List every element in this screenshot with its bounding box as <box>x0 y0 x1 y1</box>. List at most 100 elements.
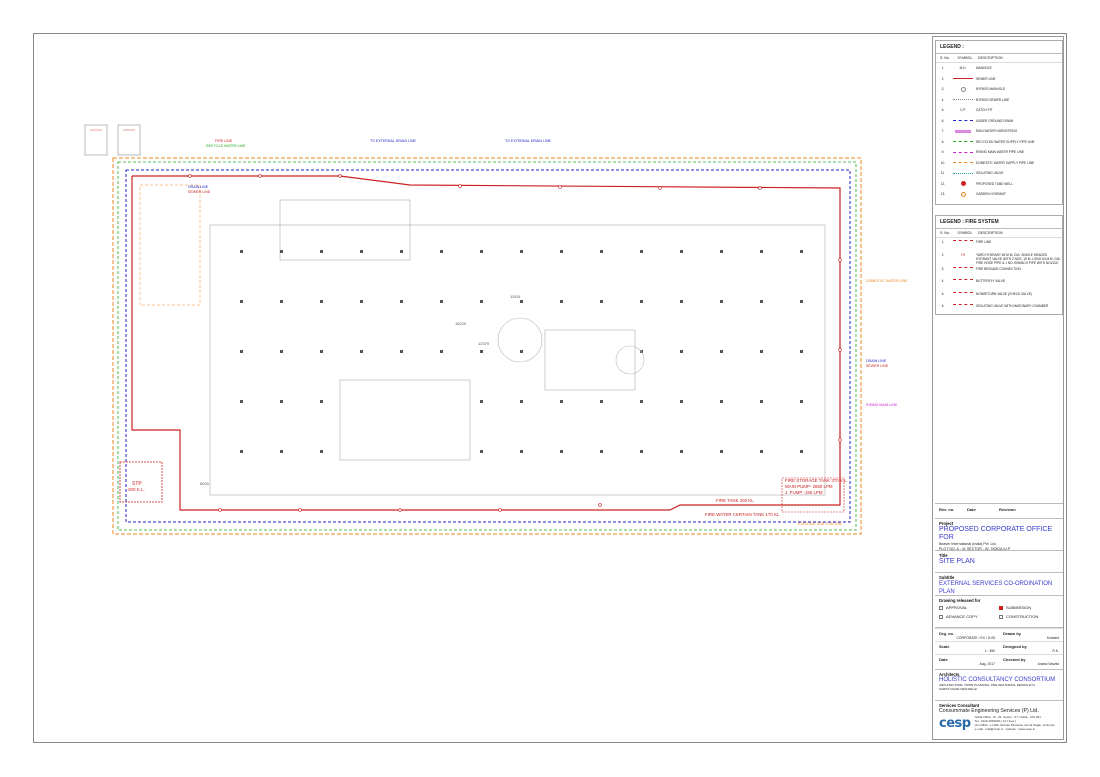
fire-legend-box: LEGEND : FIRE SYSTEM S. No. SYMBOL DESCR… <box>935 215 1063 315</box>
legend-row: 12.PROPOSED TUBE WELL <box>936 179 1062 190</box>
checkbox-icon <box>999 614 1003 619</box>
fire-legend-row-desc: FIRE BRIGADE CONNECTION <box>976 266 1021 271</box>
dim-label: 12379 <box>478 341 490 346</box>
legend-row-desc: BYPASS SEWER LINE <box>976 97 1010 102</box>
drg-no-value: CORPORATE / EX / S-05 <box>956 636 995 640</box>
checkbox-icon <box>939 614 943 619</box>
legend-row-no: 10. <box>940 160 946 165</box>
legend-row-desc: ISOLATING VALVE <box>976 171 1004 176</box>
legend-row-no: 1. <box>941 66 945 71</box>
legend-row-desc: RECYCLED WATER SUPPLY PIPE LINE <box>976 139 1035 144</box>
fire-legend-row-no: 1. <box>941 240 945 244</box>
stp-capacity: 200 K.L. <box>128 487 145 492</box>
legend-row-desc: RAIN WATER HARVESTING <box>976 129 1018 134</box>
drawn-by-value: Kulwant <box>1046 636 1059 640</box>
stp-tank <box>119 461 163 503</box>
drain-line-label-right: DRAIN LINE <box>866 359 887 363</box>
fire-legend-row-desc: FIRE LINE <box>976 240 992 244</box>
legend-row-no: 6. <box>941 118 945 123</box>
project-label: Project <box>939 521 954 526</box>
legend-symbol-icon <box>950 86 976 92</box>
legend-row-no: 9. <box>941 150 945 155</box>
domestic-water-boundary <box>112 157 862 535</box>
legend-row-no: 2. <box>941 76 945 81</box>
legend-row-desc: UNDER GROUND DRAIN <box>976 118 1014 123</box>
fire-legend-row-no: 2. <box>941 252 945 257</box>
services-addr4: e-mail : mail@cesp.in , website : www.ce… <box>974 727 1036 731</box>
fire-water-tank-label: FIRE WATER CERTAIN TANK 170 KL <box>705 512 780 517</box>
rev-date-header: Date <box>967 507 976 512</box>
legend-row-no: 3. <box>941 87 945 92</box>
j-pump-label: J. PUMP -150 LPM <box>785 490 823 495</box>
legend-row-desc: MANHOLE <box>976 66 992 71</box>
main-pump-label: MAIN PUMP- 2850 LPM <box>785 484 833 489</box>
fire-legend-row-desc: NONRETURN VALVE (CHECK VALVE) <box>976 291 1032 296</box>
release-option-advance-copy[interactable]: ADVANCE COPY <box>939 614 999 619</box>
legend-row-no: 12. <box>940 181 946 186</box>
services-addr2: Tel : 0120-4960000 ( 10 Lines ) <box>974 719 1017 723</box>
legend-symbol-icon: M.H. <box>950 66 976 70</box>
sewer-line-label-right: SEWER LINE <box>866 364 889 368</box>
building-grid <box>139 184 826 496</box>
legend-row: 11.ISOLATING VALVE <box>936 168 1062 179</box>
building-columns <box>240 250 803 453</box>
legend-header-symbol: SYMBOL <box>957 56 973 60</box>
rev-no-header: Rev. no. <box>939 507 955 512</box>
checked-by-label: Checked by <box>1003 657 1026 662</box>
fire-legend-symbol-icon <box>950 304 976 305</box>
drawing-subtitle: EXTERNAL SERVICES CO-ORDINATION PLAN <box>939 581 1053 595</box>
release-option-construction[interactable]: CONSTRUCTION <box>999 614 1059 619</box>
release-option-approval[interactable]: APPROVAL <box>939 605 999 610</box>
legend-row: 9.RISING MAIN WATER PIPE LINE <box>936 147 1062 158</box>
drg-no-cell: Drg. no.CORPORATE / EX / S-05 <box>935 628 999 641</box>
legend-symbol-icon <box>950 141 976 143</box>
fire-legend-symbol-icon <box>950 240 976 241</box>
legend-symbol-icon <box>950 162 976 164</box>
fire-legend-header-symbol: SYMBOL <box>957 231 973 235</box>
release-option-label: APPROVAL <box>946 605 968 610</box>
title-block-panel: LEGEND : S. No. SYMBOL DESCRIPTION 1.M.H… <box>932 36 1064 740</box>
rising-main-label: RISING MAIN LINE <box>866 403 898 407</box>
landscape-circle <box>497 317 543 363</box>
legend-row-desc: GARDEN HYDRANT <box>976 192 1006 197</box>
legend-box: LEGEND : S. No. SYMBOL DESCRIPTION 1.M.H… <box>935 40 1063 205</box>
architects-line1: ARCHITECTURE, TOWN PLANNING, PRE-INDUSTR… <box>939 683 1036 687</box>
legend-symbol-icon <box>950 191 976 197</box>
legend-row: 8.RECYCLED WATER SUPPLY PIPE LINE <box>936 137 1062 148</box>
legend-row: 6. UNDER GROUND DRAIN <box>936 116 1062 127</box>
fire-legend-row: 6.ISOLATING VALVE WITH MASONARY CHAMBER <box>936 302 1062 315</box>
scale-value: 1 : 350 <box>984 649 995 653</box>
services-section: Services Consultant Consummate Engineeri… <box>935 700 1063 735</box>
fire-legend-header: S. No. SYMBOL DESCRIPTION <box>936 229 1062 238</box>
architects-section: Architects HOLISTIC CONSULTANCY CONSORTI… <box>935 669 1063 692</box>
fire-legend-title: LEGEND : FIRE SYSTEM <box>936 216 1062 229</box>
legend-symbol-icon <box>950 172 976 174</box>
fire-legend-symbol-icon: YH <box>950 253 976 257</box>
to-external-drain-label: TO EXTERNAL DRAIN LINE <box>370 139 417 143</box>
sewer-manholes <box>188 174 842 512</box>
project-section: Project PROPOSED CORPORATE OFFICE FOR Be… <box>935 518 1063 551</box>
subtitle-label: Subtitle <box>939 575 955 580</box>
domestic-water-label: DOMESTIC WATER LINE <box>866 279 908 283</box>
legend-symbol-icon <box>950 151 976 153</box>
legend-row-no: 5. <box>941 108 945 113</box>
fire-legend-row-no: 6. <box>941 304 945 308</box>
legend-row-no: 4. <box>941 97 945 102</box>
legend-symbol-icon <box>950 129 976 133</box>
drawn-by-label: Drawn by <box>1003 631 1022 636</box>
fire-legend-row-desc: YARD HYDRANT 63 M.M. DIA. SINGLE HEADED … <box>976 252 1061 265</box>
release-option-label: SUBMISSION <box>1006 605 1032 610</box>
fire-legend-symbol-icon <box>950 266 976 268</box>
release-option-submission[interactable]: SUBMISSION <box>999 605 1059 610</box>
services-label: Services Consultant <box>939 703 980 708</box>
legend-row-desc: SEWER LINE <box>976 76 996 81</box>
fire-legend-row: 4.BUTTERFLY VALVE <box>936 277 1062 290</box>
legend-symbol-icon: C.P. <box>950 108 976 112</box>
fire-legend-row-no: 4. <box>941 279 945 283</box>
checkbox-checked-icon <box>999 605 1003 610</box>
services-name: Consummate Engineering Services (P) Ltd. <box>939 708 1039 714</box>
